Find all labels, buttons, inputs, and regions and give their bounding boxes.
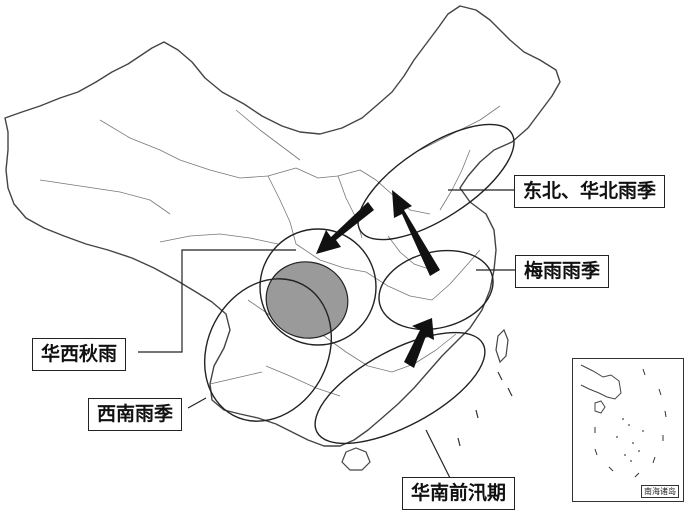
label-dongbei-huabei: 东北、华北雨季 — [514, 175, 666, 208]
arrow-from-huanan — [404, 318, 434, 368]
label-meiyu: 梅雨雨季 — [515, 255, 610, 288]
arrow-to-huabei — [392, 190, 440, 276]
south-china-sea-inset: 南海诸岛 — [572, 358, 684, 502]
china-outline — [4, 5, 561, 447]
arrows — [316, 190, 440, 368]
meiyu-ellipse — [378, 249, 494, 331]
huaxi-ellipse — [259, 228, 377, 346]
leader-lines — [138, 189, 516, 479]
inset-dashes — [594, 368, 667, 478]
huanan-ellipse — [314, 331, 486, 445]
inset-map — [580, 364, 667, 478]
label-huanan: 华南前汛期 — [402, 477, 516, 510]
coastal-dashes — [457, 371, 513, 447]
inset-islands — [616, 418, 644, 462]
arrow-to-huaxi — [316, 202, 374, 254]
huaxi-shaded-area — [265, 261, 349, 339]
hainan-island — [341, 447, 371, 471]
label-huaxi: 华西秋雨 — [32, 338, 127, 371]
inset-caption: 南海诸岛 — [641, 485, 679, 498]
taiwan-island — [495, 328, 509, 364]
inset-hainan — [594, 400, 606, 414]
dongbei-huabei-ellipse — [357, 123, 515, 241]
inset-coastline — [580, 364, 622, 400]
label-xinan: 西南雨季 — [88, 398, 183, 431]
xinan-ellipse — [203, 278, 333, 422]
